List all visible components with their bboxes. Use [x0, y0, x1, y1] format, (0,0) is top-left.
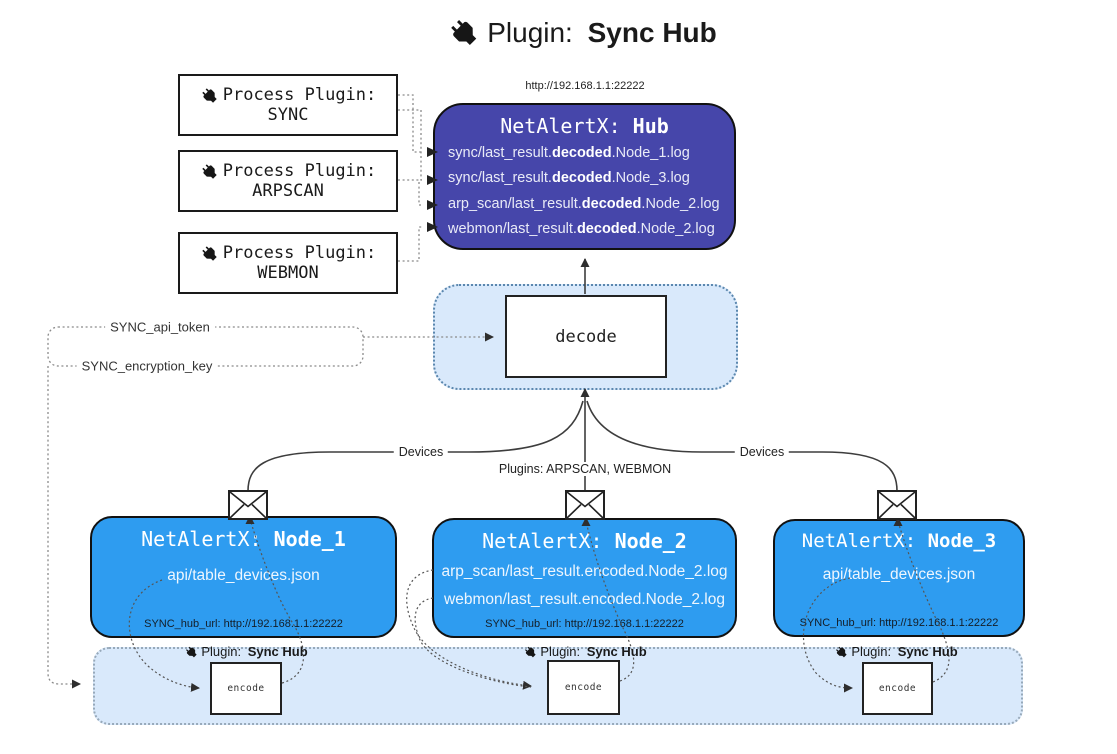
envelope-icon-node3: [878, 491, 916, 519]
plugin-label-name: Sync Hub: [247, 644, 308, 659]
encoder-plugin-label-3: Plugin: Sync Hub: [834, 644, 958, 659]
page-title: Plugin: Sync Hub: [447, 16, 717, 49]
node-box-1: NetAlertX: Node_1 api/table_devices.json…: [90, 516, 397, 638]
node-hub-url: SYNC_hub_url: http://192.168.1.1:22222: [485, 618, 684, 630]
hub-log-line: sync/last_result.decoded.Node_3.log: [448, 166, 734, 191]
process-plugin-box-arpscan: Process Plugin: ARPSCAN: [178, 150, 398, 212]
log-post: .Node_2.log: [636, 221, 715, 238]
hub-log-line: webmon/last_result.decoded.Node_2.log: [448, 217, 734, 242]
plug-icon: [184, 645, 198, 659]
process-plugin-name: WEBMON: [257, 263, 319, 283]
node-title-prefix: NetAlertX:: [482, 529, 615, 553]
log-pre: arp_scan/last_result.: [448, 195, 582, 212]
node-line: arp_scan/last_result.encoded.Node_2.log: [441, 563, 728, 580]
log-pre: sync/last_result.: [448, 145, 552, 161]
node-title-name: Node_3: [927, 530, 997, 552]
decode-label: decode: [555, 326, 617, 347]
node-lines: api/table_devices.json: [92, 567, 395, 585]
edge-arpscan-to-log3: [398, 179, 423, 206]
encode-box-2: encode: [547, 660, 620, 715]
edge-label-plugins: Plugins: ARPSCAN, WEBMON: [493, 462, 677, 476]
process-plugin-name: SYNC: [267, 105, 309, 125]
node-title: NetAlertX: Node_3: [775, 530, 1023, 552]
node-box-2: NetAlertX: Node_2 arp_scan/last_result.e…: [432, 518, 737, 638]
plugin-label-name: Sync Hub: [897, 644, 958, 659]
log-post: .Node_3.log: [611, 170, 690, 187]
hub-title-prefix: NetAlertX:: [500, 114, 633, 138]
hub-log-lines: sync/last_result.decoded.Node_1.log sync…: [435, 141, 734, 243]
node-line: webmon/last_result.encoded.Node_2.log: [444, 591, 725, 608]
plug-icon: [200, 86, 219, 105]
encode-label: encode: [227, 683, 265, 694]
process-plugin-label: Process Plugin:: [222, 161, 377, 181]
node-lines: arp_scan/last_result.encoded.Node_2.log …: [434, 558, 735, 614]
encode-label: encode: [564, 682, 603, 693]
hub-title-name: Hub: [632, 114, 669, 138]
encode-label: encode: [878, 683, 917, 694]
hub-title: NetAlertX: Hub: [435, 114, 734, 138]
encoder-plugin-label-2: Plugin: Sync Hub: [523, 644, 647, 659]
edge-label-devices-left: Devices: [393, 445, 449, 459]
log-bold: decoded: [581, 195, 642, 212]
node-box-3: NetAlertX: Node_3 api/table_devices.json…: [773, 519, 1025, 637]
edge-sync-to-log2: [398, 109, 423, 181]
encode-box-1: encode: [210, 662, 282, 715]
node-title-name: Node_2: [614, 529, 687, 553]
hub-log-line: sync/last_result.decoded.Node_1.log: [448, 141, 734, 166]
plug-icon: [200, 162, 219, 181]
plugin-label-prefix: Plugin:: [851, 644, 895, 659]
node-lines: api/table_devices.json: [775, 566, 1023, 584]
page-title-prefix: Plugin:: [487, 16, 581, 48]
process-plugin-label: Process Plugin:: [222, 243, 377, 263]
hub-box: NetAlertX: Hub sync/last_result.decoded.…: [433, 103, 736, 250]
log-bold: decoded: [576, 221, 637, 238]
process-plugin-row: Process Plugin:: [200, 161, 377, 181]
log-post: .Node_1.log: [611, 145, 690, 161]
page-title-name: Sync Hub: [587, 16, 717, 48]
hub-url-label: http://192.168.1.1:22222: [525, 80, 645, 92]
plugin-label-prefix: Plugin:: [540, 644, 584, 659]
plug-icon: [447, 16, 480, 49]
log-pre: webmon/last_result.: [448, 221, 577, 238]
process-plugin-row: Process Plugin:: [200, 85, 377, 105]
process-plugin-row: Process Plugin:: [200, 243, 377, 263]
node-hub-url: SYNC_hub_url: http://192.168.1.1:22222: [144, 618, 343, 630]
edge-sync-to-log1: [398, 94, 422, 153]
sync-api-token-label: SYNC_api_token: [105, 319, 215, 335]
node-title-prefix: NetAlertX:: [801, 530, 928, 552]
log-bold: decoded: [551, 170, 612, 187]
plug-icon: [523, 645, 537, 659]
node-line: api/table_devices.json: [167, 567, 320, 584]
plug-icon: [834, 645, 848, 659]
log-bold: decoded: [551, 145, 612, 161]
process-plugin-name: ARPSCAN: [252, 181, 324, 201]
process-plugin-label: Process Plugin:: [222, 85, 377, 105]
node-title-prefix: NetAlertX:: [141, 527, 274, 551]
node-title: NetAlertX: Node_1: [92, 527, 395, 551]
encode-box-3: encode: [862, 662, 933, 715]
envelope-icon-node1: [229, 491, 267, 519]
decode-box: decode: [505, 295, 667, 378]
log-post: .Node_2.log: [641, 195, 720, 212]
node-title-name: Node_1: [273, 527, 346, 551]
node-hub-url: SYNC_hub_url: http://192.168.1.1:22222: [799, 617, 999, 629]
process-plugin-box-sync: Process Plugin: SYNC: [178, 74, 398, 136]
hub-log-line: arp_scan/last_result.decoded.Node_2.log: [448, 192, 734, 217]
plug-icon: [200, 244, 219, 263]
plugin-label-name: Sync Hub: [586, 644, 647, 659]
node-title: NetAlertX: Node_2: [434, 529, 735, 553]
edge-label-devices-right: Devices: [734, 445, 790, 459]
log-pre: sync/last_result.: [448, 170, 552, 187]
envelope-icon-node2: [566, 491, 604, 519]
process-plugin-box-webmon: Process Plugin: WEBMON: [178, 232, 398, 294]
node-line: api/table_devices.json: [822, 566, 976, 583]
edge-webmon-to-log4: [398, 226, 423, 262]
plugin-label-prefix: Plugin:: [201, 644, 245, 659]
sync-encryption-key-label: SYNC_encryption_key: [76, 358, 218, 374]
edge-settings-to-band: [47, 366, 81, 689]
encoder-plugin-label-1: Plugin: Sync Hub: [184, 644, 308, 659]
